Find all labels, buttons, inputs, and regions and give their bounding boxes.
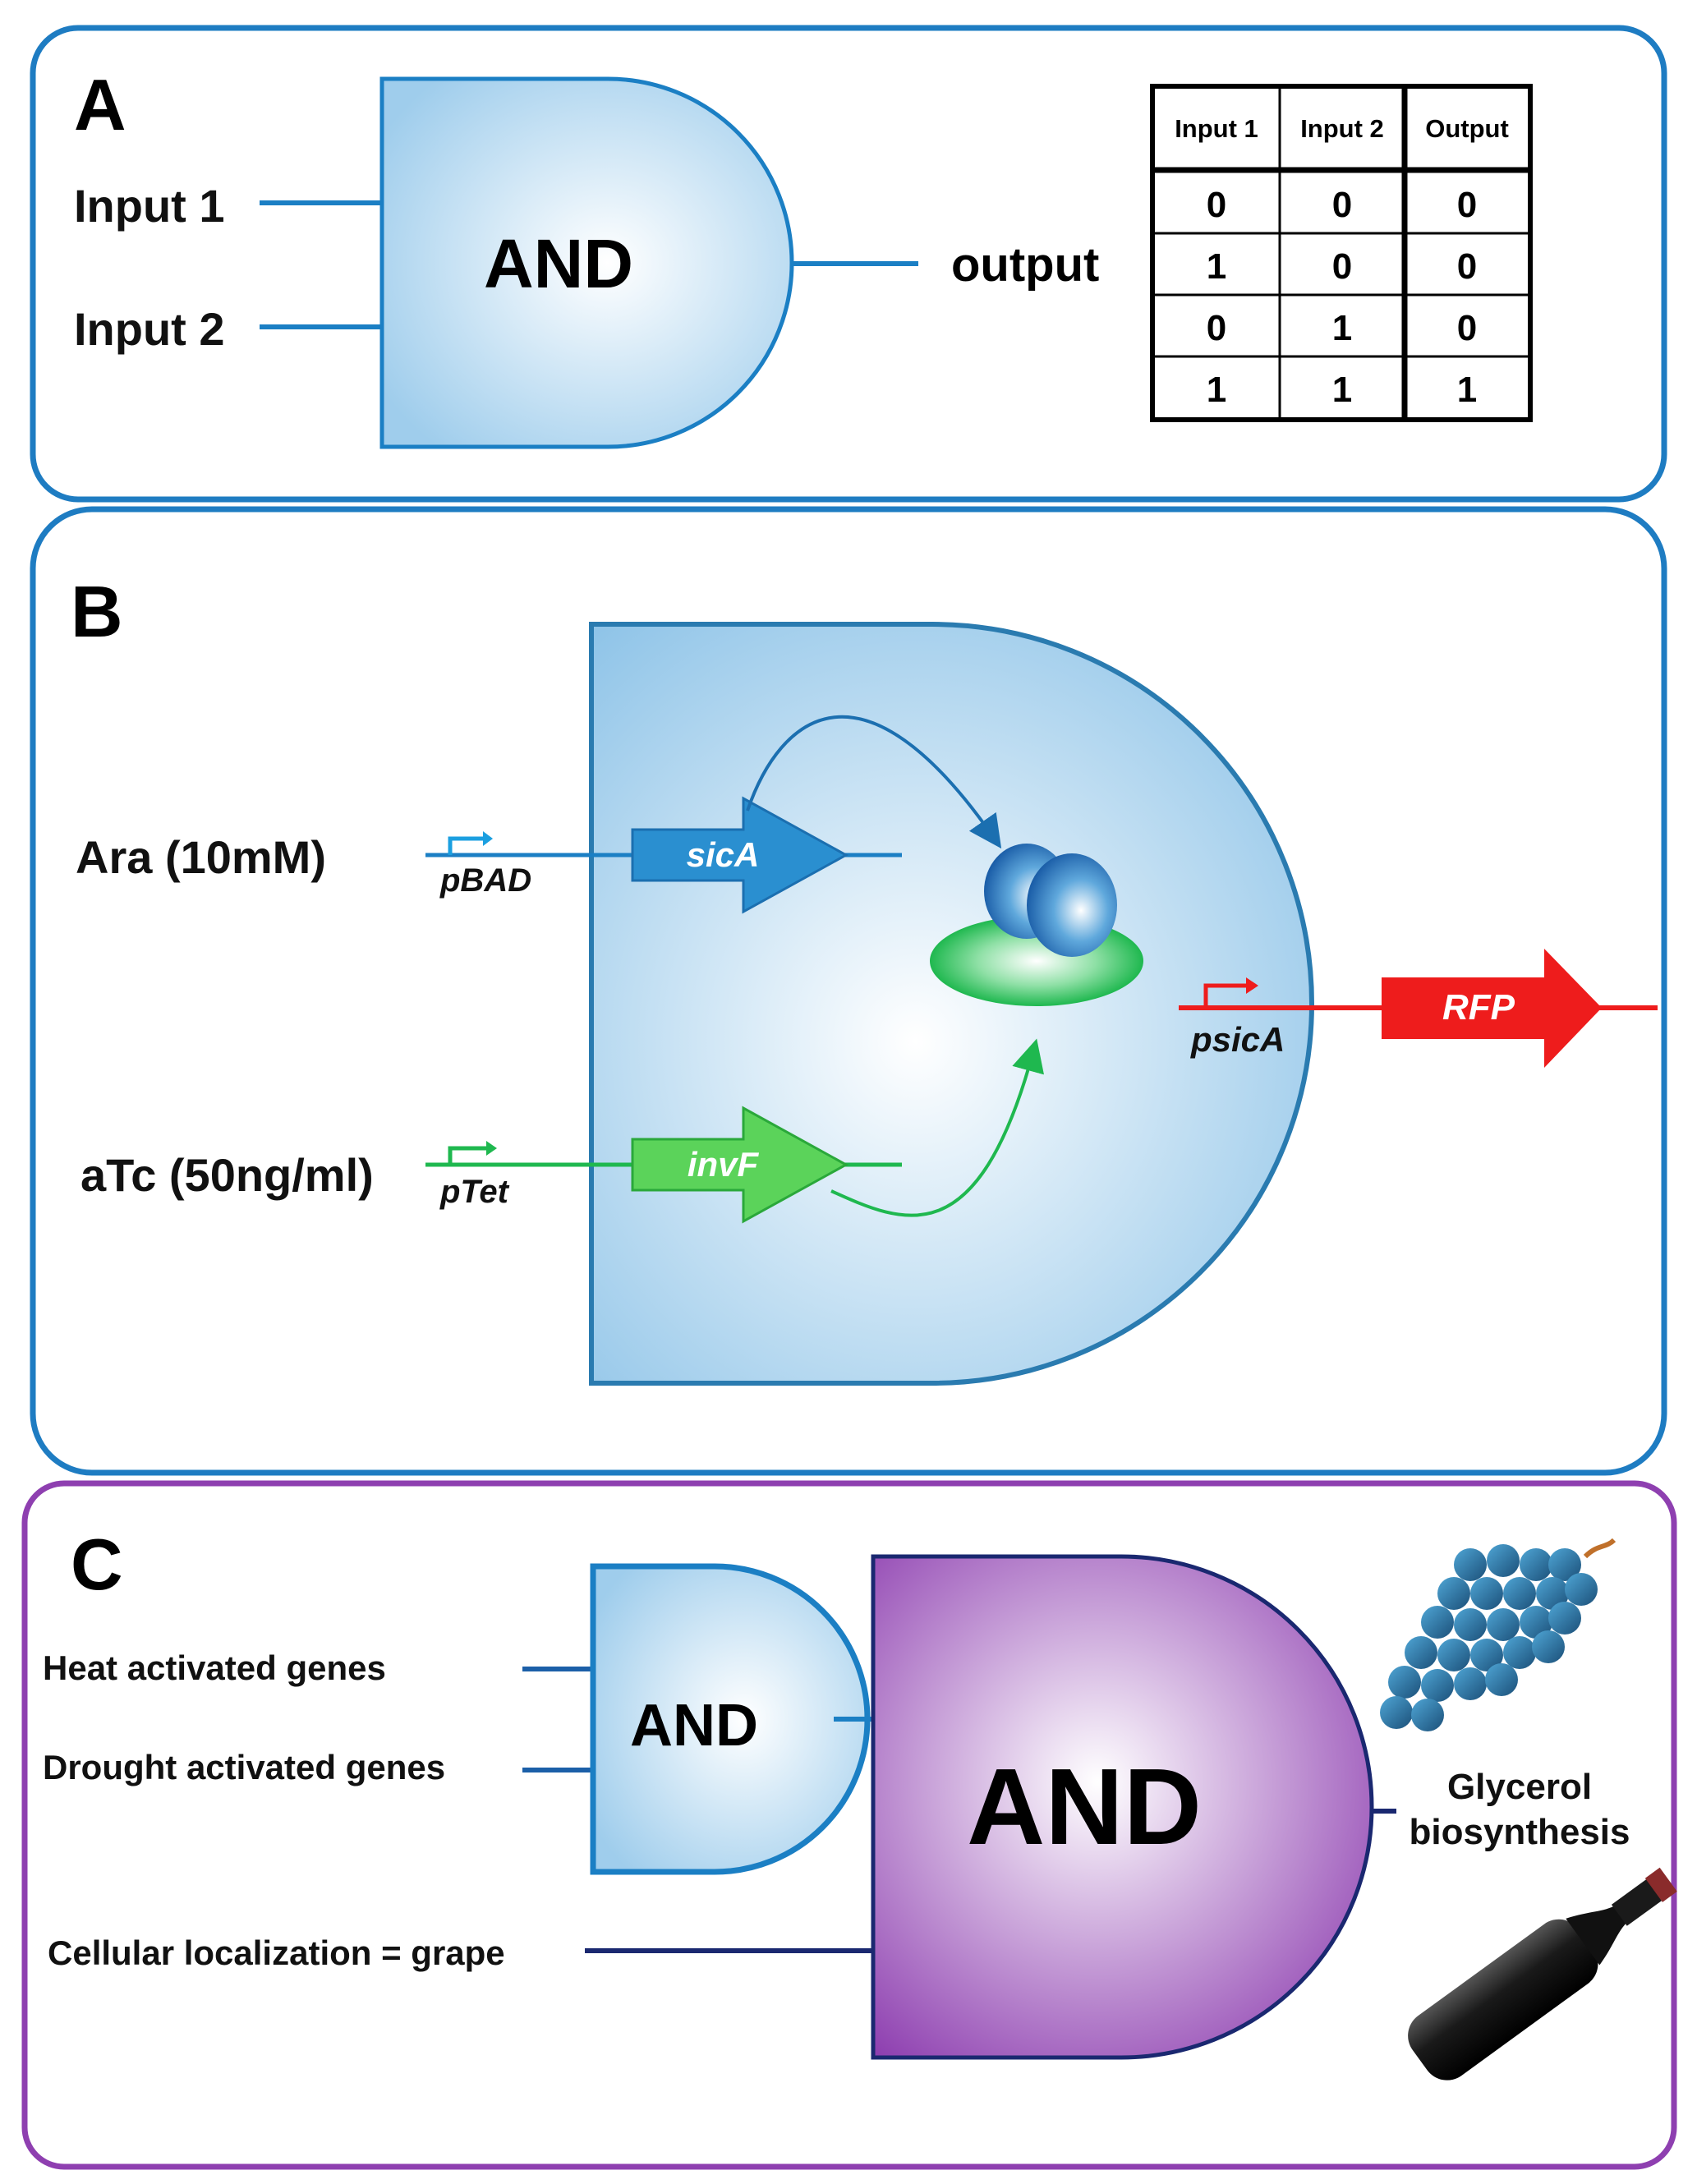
panel-c-letter: C <box>71 1524 123 1605</box>
sica-curve-arrow <box>746 715 1002 849</box>
panel-a-letter: A <box>74 64 126 145</box>
table-cell: 1 <box>1332 370 1352 410</box>
table-cell: 1 <box>1207 370 1226 410</box>
panel-b: B Ara (10mM) pBAD sicA aTc (50ng/ml) pTe… <box>30 506 1667 1476</box>
table-header: Input 2 <box>1300 114 1384 143</box>
and-gate-a-label: AND <box>484 225 633 302</box>
table-cell: 0 <box>1332 185 1352 225</box>
ara-label: Ara (10mM) <box>76 831 326 883</box>
table-cell: 0 <box>1457 185 1477 225</box>
table-header: Output <box>1425 114 1509 143</box>
invf-curve-arrow <box>830 1038 1044 1217</box>
table-cell: 1 <box>1207 246 1226 287</box>
small-and-gate-label: AND <box>630 1693 758 1759</box>
table-cell: 0 <box>1457 308 1477 348</box>
panel-a: A Input 1 Input 2 AND output Input 1 Inp… <box>30 25 1667 503</box>
psica-promoter-arrow <box>1203 983 1249 1008</box>
truth-table: Input 1 Input 2 Output 0 0 0 1 0 0 0 1 0… <box>1150 84 1533 422</box>
glycerol-label-line1: Glycerol <box>1447 1767 1592 1807</box>
ptet-promoter-arrow <box>448 1146 489 1165</box>
input1-label: Input 1 <box>74 180 225 232</box>
table-cell: 0 <box>1332 246 1352 287</box>
ptet-label: pTet <box>439 1174 510 1210</box>
drought-label: Drought activated genes <box>43 1748 445 1786</box>
table-cell: 1 <box>1457 370 1477 410</box>
psica-label: psicA <box>1190 1020 1285 1059</box>
big-and-gate-label: AND <box>967 1746 1202 1867</box>
heat-label: Heat activated genes <box>43 1648 386 1687</box>
panel-c: C Heat activated genes Drought activated… <box>21 1480 1677 2170</box>
table-cell: 0 <box>1457 246 1477 287</box>
glycerol-label-line2: biosynthesis <box>1410 1812 1630 1852</box>
atc-label: aTc (50ng/ml) <box>80 1149 374 1201</box>
sica-protein-right <box>1027 853 1117 957</box>
big-and-gate <box>871 1554 1374 2060</box>
sica-gene-arrow <box>631 796 849 914</box>
table-cell: 1 <box>1332 308 1352 348</box>
pbad-label: pBAD <box>439 862 531 899</box>
rfp-label: RFP <box>1442 987 1515 1028</box>
sica-label: sicA <box>687 835 760 874</box>
table-cell: 0 <box>1207 308 1226 348</box>
table-header: Input 1 <box>1175 114 1258 143</box>
grapes-icon <box>1380 1538 1617 1731</box>
pbad-promoter-arrow <box>448 836 485 855</box>
table-cell: 0 <box>1207 185 1226 225</box>
input2-label: Input 2 <box>74 303 225 355</box>
cellular-label: Cellular localization = grape <box>48 1933 505 1972</box>
truth-table-border <box>1150 84 1533 422</box>
rfp-gene-arrow <box>1382 949 1602 1068</box>
invf-label: invF <box>688 1145 760 1184</box>
wine-bottle-icon <box>1408 1867 1677 2081</box>
panel-b-letter: B <box>71 571 123 652</box>
small-and-gate <box>590 1563 871 1875</box>
output-label: output <box>951 238 1099 292</box>
and-gate-a <box>379 76 794 449</box>
invf-gene-arrow <box>631 1106 849 1224</box>
and-gate-b <box>589 622 1314 1386</box>
